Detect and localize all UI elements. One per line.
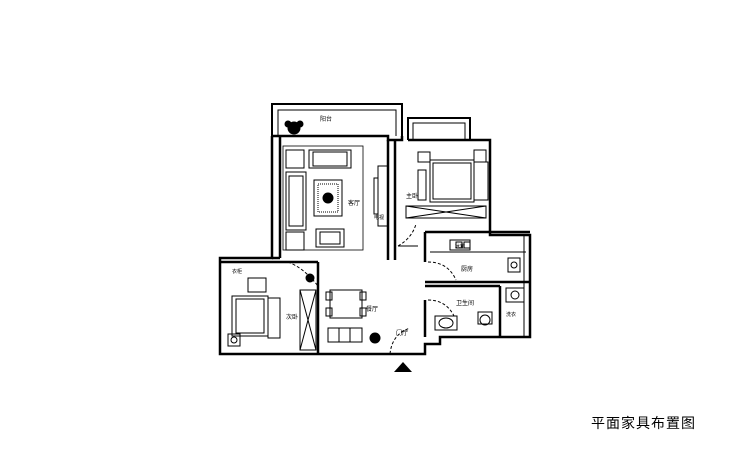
plant-icon xyxy=(305,273,381,344)
label-living-room: 客厅 xyxy=(348,199,360,207)
master-bed xyxy=(405,149,489,219)
dining-table xyxy=(325,289,367,343)
bathroom-fixtures xyxy=(434,287,525,331)
outer-walls xyxy=(218,134,532,356)
label-bathroom: 卫生间 xyxy=(456,299,474,307)
balcony xyxy=(271,103,403,136)
label-tv: 电视 xyxy=(374,214,384,221)
label-kitchen: 厨房 xyxy=(461,265,473,273)
second-bed xyxy=(227,277,317,351)
label-dining-room: 餐厅 xyxy=(366,305,378,313)
label-fridge: 冰箱 xyxy=(455,243,465,250)
kitchen-counter xyxy=(430,239,526,273)
plant-icon xyxy=(284,120,304,135)
sofa-set xyxy=(282,145,364,251)
master-bedroom-bay-window xyxy=(407,117,471,140)
entrance-arrow-icon xyxy=(394,362,412,372)
label-balcony: 阳台 xyxy=(320,115,332,123)
label-entrance: 门厅 xyxy=(396,329,408,337)
label-master-bedroom: 主卧 xyxy=(406,192,418,200)
label-closet: 衣柜 xyxy=(232,268,242,275)
drawing-title: 平面家具布置图 xyxy=(591,416,696,432)
label-washer: 洗衣 xyxy=(506,311,516,318)
label-second-bedroom: 次卧 xyxy=(286,313,298,321)
tv-cabinet xyxy=(373,165,389,227)
